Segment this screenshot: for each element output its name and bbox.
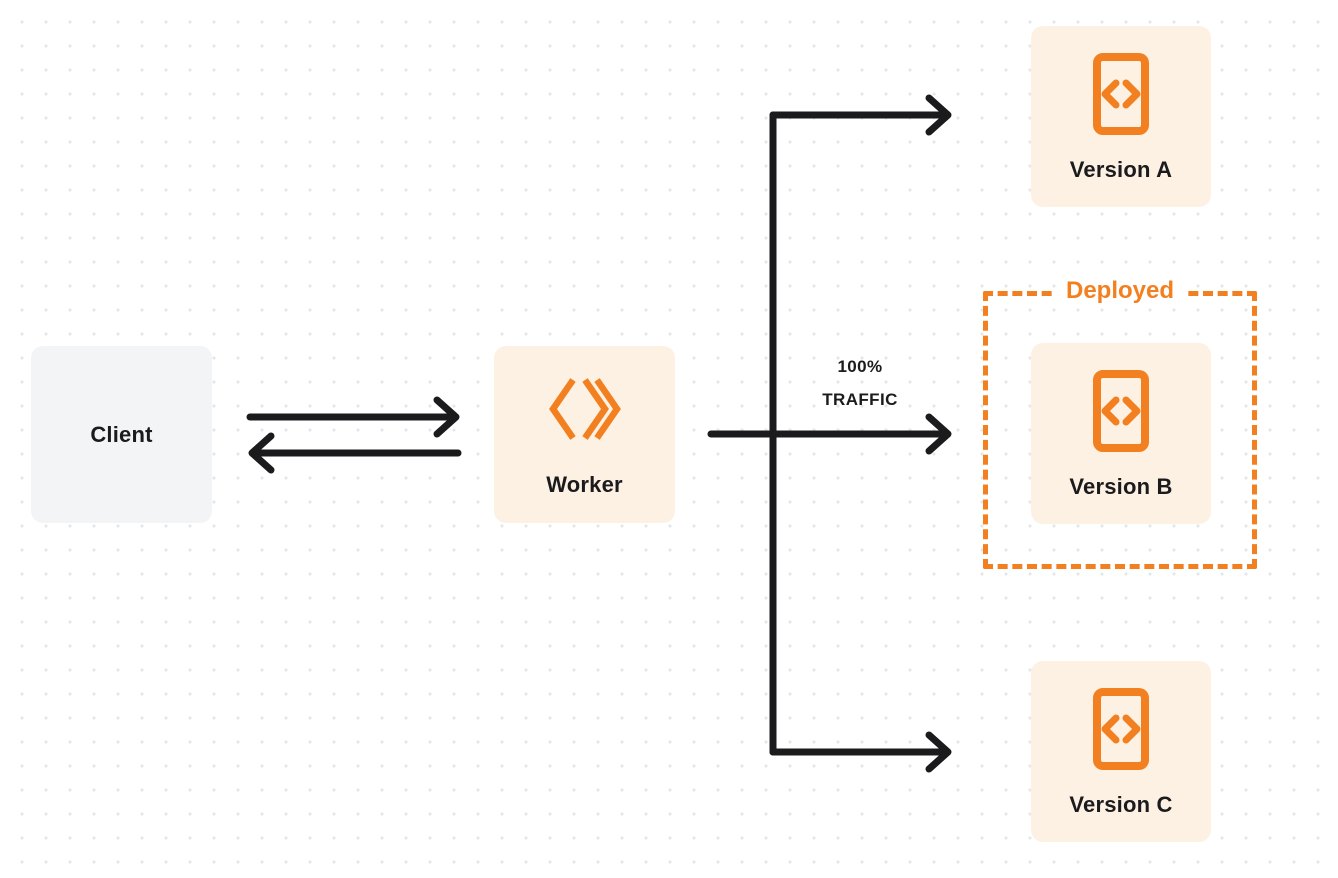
- node-client-label: Client: [90, 421, 153, 447]
- traffic-unit: TRAFFIC: [822, 390, 898, 409]
- node-version-c[interactable]: Version C: [1031, 661, 1211, 842]
- arrow-to-version-c: [769, 731, 952, 773]
- cloudflare-workers-logo-icon: [547, 371, 623, 452]
- node-version-a[interactable]: Version A: [1031, 26, 1211, 207]
- code-file-icon: [1092, 369, 1150, 458]
- traffic-label: 100% TRAFFIC: [790, 350, 930, 416]
- arrow-to-version-a: [769, 94, 952, 136]
- arrow-worker-to-client: [248, 432, 462, 474]
- arrow-client-to-worker: [246, 396, 460, 438]
- node-worker[interactable]: Worker: [494, 346, 675, 523]
- node-worker-label: Worker: [546, 472, 623, 497]
- arrow-to-version-b: [769, 413, 952, 455]
- deployed-group-label: Deployed: [1055, 279, 1185, 303]
- node-version-b-label: Version B: [1069, 474, 1173, 499]
- node-version-c-label: Version C: [1069, 792, 1173, 817]
- node-version-b[interactable]: Version B: [1031, 343, 1211, 524]
- deployed-group: Deployed: [983, 279, 1257, 569]
- node-version-a-label: Version A: [1069, 157, 1173, 182]
- code-file-icon: [1092, 687, 1150, 776]
- node-client[interactable]: Client: [31, 346, 212, 523]
- code-file-icon: [1092, 52, 1150, 141]
- traffic-percent: 100%: [837, 357, 883, 376]
